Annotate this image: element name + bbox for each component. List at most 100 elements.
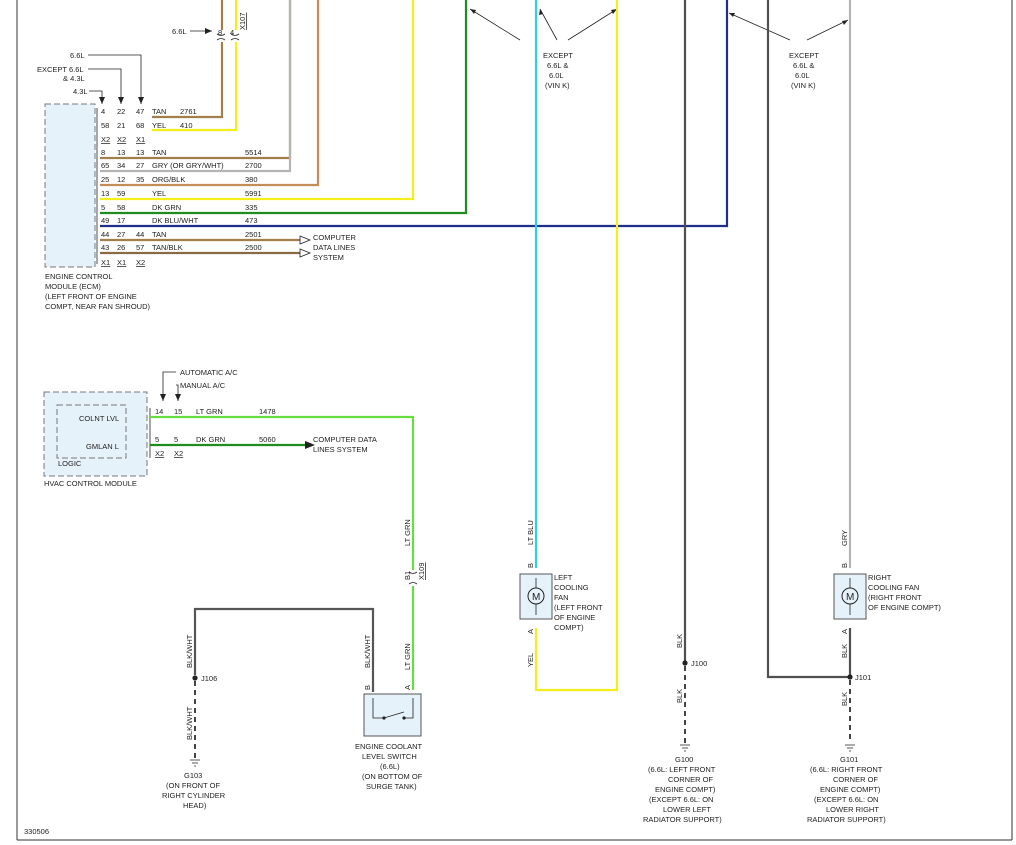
lf-pin-a: A [526, 629, 535, 634]
g101-caption-3: ENGINE COMPT) [820, 785, 881, 794]
x109-connector-symbol [408, 571, 418, 585]
g100-caption-5: LOWER LEFT [663, 805, 711, 814]
sw-caption-3: (6.6L) [380, 762, 400, 771]
leader-except [88, 68, 124, 104]
hvac-conn-p1: X2 [155, 449, 164, 458]
r3-p3: 13 [136, 148, 144, 157]
g100-ground-symbol [680, 744, 690, 752]
sw-pin-b1: B1 [403, 571, 412, 580]
lf-caption-5: OF ENGINE [554, 613, 595, 622]
r1-p2: 21 [117, 121, 125, 130]
rf-caption-2: COOLING FAN [868, 583, 919, 592]
r6-p1: 13 [101, 189, 109, 198]
g103-caption-2: RIGHT CYLINDER [162, 791, 226, 800]
r5-color: ORG/BLK [152, 175, 185, 184]
arrow-5060 [305, 441, 315, 449]
wire-org-blk-380 [100, 0, 320, 187]
v66-top-label: 6.6L [172, 27, 187, 36]
r0-p1: 4 [101, 107, 105, 116]
wire-yel-fan [534, 0, 619, 692]
ecm-pin-table: 4 22 47 TAN 2761 58 21 68 YEL 410 X2 X2 … [101, 107, 262, 267]
r1-circuit: 410 [180, 121, 193, 130]
sw-caption-2: LEVEL SWITCH [362, 752, 417, 761]
except-left-3: 6.0L [549, 71, 564, 80]
pin-8-label: 8 [218, 28, 222, 37]
g101-j101: J101 [855, 673, 871, 682]
r3-p1: 8 [101, 148, 105, 157]
except-right-2: 6.6L & [793, 61, 814, 70]
hvac-r2-circuit: 5060 [259, 435, 276, 444]
r3-p2: 13 [117, 148, 125, 157]
rf-caption-3: (RIGHT FRONT [868, 593, 922, 602]
hvac-r1-circuit: 1478 [259, 407, 276, 416]
hvac-r1-p1: 14 [155, 407, 163, 416]
leader-manual-ac [175, 384, 181, 401]
hvac-conn-p2: X2 [174, 449, 183, 458]
ecm-caption-2: MODULE (ECM) [45, 282, 101, 291]
wire-lt-grn-1478 [150, 415, 415, 690]
g103-ground-symbol [190, 759, 200, 767]
lf-lt-blu: LT BLU [526, 520, 535, 545]
j106-splice [192, 675, 198, 681]
r9-p1: 44 [101, 230, 109, 239]
g100-caption-6: RADIATOR SUPPORT) [643, 815, 722, 824]
r3-color: TAN [152, 148, 166, 157]
hvac-dest-2: LINES SYSTEM [313, 445, 368, 454]
sw-pin-a: A [403, 685, 412, 690]
except-right-leaders [728, 12, 849, 41]
ecm-caption-1: ENGINE CONTROL [45, 272, 113, 281]
g101-caption-5: LOWER RIGHT [826, 805, 879, 814]
lf-caption-2: COOLING [554, 583, 589, 592]
hvac-logic-box [56, 404, 127, 459]
hvac-r2-color: DK GRN [196, 435, 225, 444]
leader-auto-ac [160, 371, 176, 401]
r1-p3: 68 [136, 121, 144, 130]
g101-caption-1: (6.6L: RIGHT FRONT [810, 765, 883, 774]
wire-yel-410 [152, 0, 238, 132]
r10-color: TAN/BLK [152, 243, 183, 252]
lf-caption-6: COMPT) [554, 623, 584, 632]
r10-p2: 26 [117, 243, 125, 252]
x107-connector-symbol [216, 33, 240, 41]
r10-circuit: 2500 [245, 243, 262, 252]
except-left-2: 6.6L & [547, 61, 568, 70]
r4-color: GRY (OR GRY/WHT) [152, 161, 224, 170]
lf-caption-4: (LEFT FRONT [554, 603, 603, 612]
ecm-module-box [44, 103, 96, 268]
g100-caption-2: CORNER OF [668, 775, 713, 784]
r10-p1: 43 [101, 243, 109, 252]
hvac-r1-p2: 15 [174, 407, 182, 416]
ecm-hdr-43: 4.3L [73, 87, 88, 96]
r7-circuit: 335 [245, 203, 258, 212]
wire-blk-wht-switch [193, 607, 375, 692]
g103-blk-wht-upper: BLK/WHT [185, 634, 194, 668]
ecm-caption-4: COMPT, NEAR FAN SHROUD) [45, 302, 151, 311]
g101-blk-lower: BLK [840, 692, 849, 706]
g103-caption-3: HEAD) [183, 801, 207, 810]
ecm-dest-3: SYSTEM [313, 253, 344, 262]
switch-contact-1 [382, 716, 386, 720]
hvac-dest-1: COMPUTER DATA [313, 435, 377, 444]
r4-circuit: 2700 [245, 161, 262, 170]
r2-p2: X2 [117, 135, 126, 144]
except-right-3: 6.0L [795, 71, 810, 80]
r11-p2: X1 [117, 258, 126, 267]
r4-p2: 34 [117, 161, 125, 170]
sw-lt-grn-upper: LT GRN [403, 519, 412, 546]
except-left-leaders [469, 8, 618, 41]
r2-p3: X1 [136, 135, 145, 144]
r11-p1: X1 [101, 258, 110, 267]
hvac-caption: HVAC CONTROL MODULE [44, 479, 137, 488]
r0-color: TAN [152, 107, 166, 116]
r8-color: DK BLU/WHT [152, 216, 199, 225]
hvac-auto-ac: AUTOMATIC A/C [180, 368, 238, 377]
r0-p3: 47 [136, 107, 144, 116]
wire-blk-j101 [766, 0, 850, 679]
lf-motor-m: M [532, 592, 540, 603]
lf-pin-b: B [526, 563, 535, 568]
r7-p2: 58 [117, 203, 125, 212]
ecm-dest-2: DATA LINES [313, 243, 355, 252]
r6-color: YEL [152, 189, 166, 198]
r9-p2: 27 [117, 230, 125, 239]
